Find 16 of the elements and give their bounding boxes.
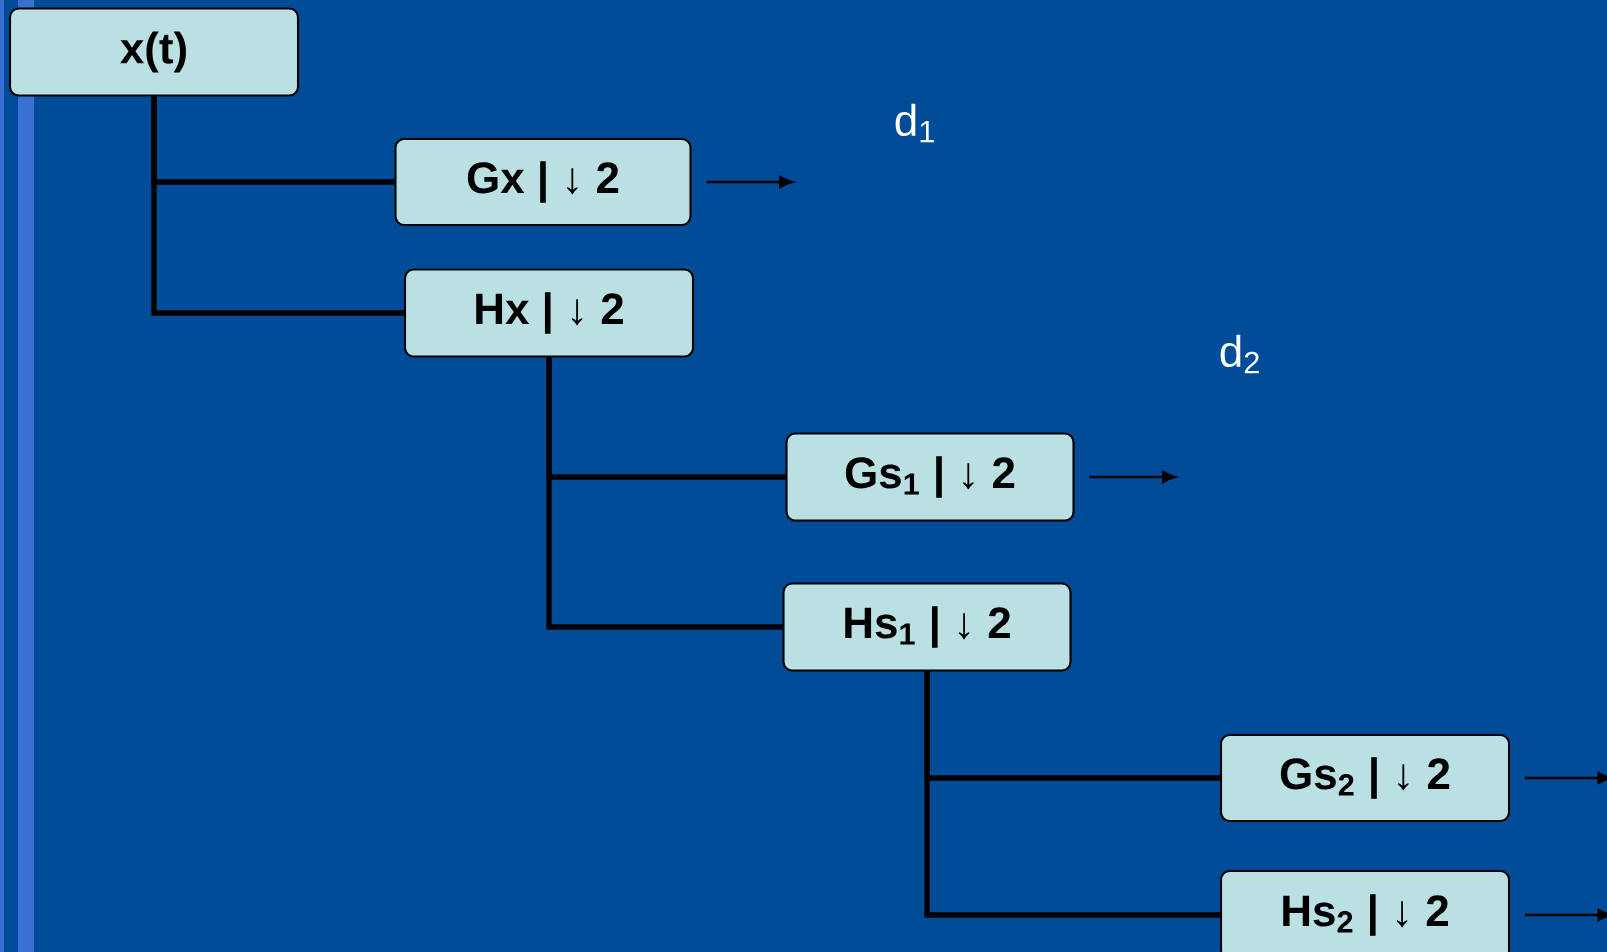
filter-box: Gx | ↓ 2 (394, 137, 692, 227)
output-label: d$_{1}$ (895, 103, 934, 143)
arrow (1525, 908, 1607, 922)
connector-line (924, 671, 1220, 918)
filter-box: Gs$_{1}$ | ↓ 2 (785, 432, 1075, 522)
connector-line (546, 357, 783, 630)
filter-box: Hx | ↓ 2 (403, 268, 695, 358)
connector-line (151, 96, 404, 316)
arrow (1525, 771, 1607, 785)
output-label: d$_{2}$ (1220, 334, 1259, 374)
filter-box: Gs$_{2}$ | ↓ 2 (1219, 733, 1511, 823)
arrow (706, 175, 794, 189)
filter-box: Hs$_{2}$ | ↓ 2 (1219, 869, 1511, 952)
filter-box: Hs$_{1}$ | ↓ 2 (782, 582, 1072, 672)
signal-box: x(t) (8, 7, 300, 97)
arrow (1089, 470, 1177, 484)
